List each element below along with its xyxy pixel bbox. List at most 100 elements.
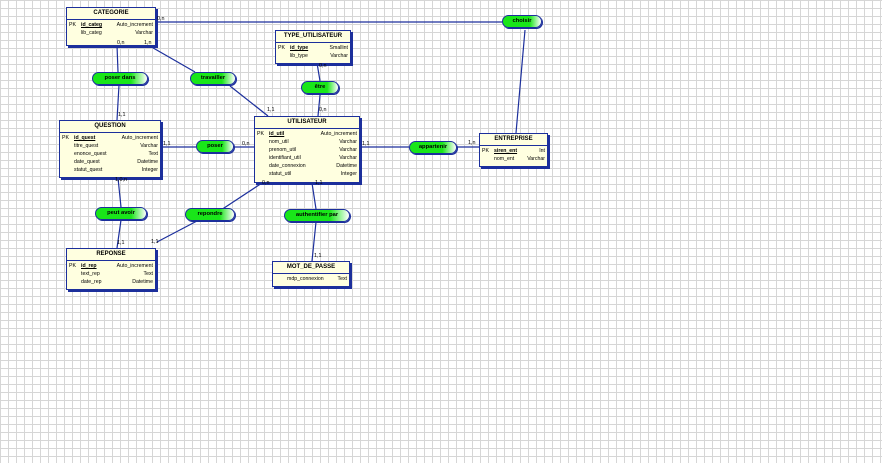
link-utilisateur-repondre: [220, 182, 263, 211]
attribute-row: text_rep Text: [69, 270, 153, 278]
association-appartenir[interactable]: appartenir: [409, 141, 457, 154]
link-question-peut-avoir: [117, 177, 122, 208]
card-utilisateur-repondre: 0,n: [262, 180, 270, 186]
attribute-row: PK id_rep Auto_increment: [69, 262, 153, 270]
attribute-name: id_categ: [81, 22, 103, 28]
attribute-name: id_util: [269, 131, 285, 137]
attribute-name: identifiant_util: [269, 155, 301, 161]
pk-marker: [62, 150, 74, 158]
attribute-type: Varchar: [135, 30, 153, 36]
attribute-name: prenom_util: [269, 147, 297, 153]
link-peut-avoir-reponse: [116, 219, 122, 249]
pk-marker: [257, 162, 269, 170]
attribute-row: lib_categ Varchar: [69, 29, 153, 37]
pk-marker: PK: [69, 22, 76, 28]
attribute-type: Datetime: [137, 159, 158, 165]
attribute-row: statut_quest Integer: [62, 166, 158, 174]
link-categorie-travailler: [147, 44, 196, 73]
association-choisir[interactable]: choisir: [502, 15, 542, 28]
attribute-name: date_quest: [74, 159, 100, 165]
entity-title: CATEGORIE: [67, 8, 155, 20]
association-repondre[interactable]: repondre: [185, 208, 235, 221]
attribute-name: nom_util: [269, 139, 289, 145]
pk-marker: PK: [62, 135, 69, 141]
attribute-type: Varchar: [330, 53, 348, 59]
card-categorie-poser-dans: 0,n: [117, 40, 125, 46]
attribute-name: statut_quest: [74, 167, 103, 173]
association-poser[interactable]: poser: [196, 140, 234, 153]
link-choisir-entreprise: [515, 29, 526, 134]
association-travailler[interactable]: travailler: [190, 72, 236, 85]
entity-attributes: PK id_categ Auto_increment lib_categ Varchar: [67, 20, 155, 39]
attribute-name: lib_categ: [81, 30, 102, 36]
card-categorie-choisir: 0,n: [157, 16, 165, 22]
attribute-name: id_rep: [81, 263, 97, 269]
entity-title: TYPE_UTILISATEUR: [276, 31, 350, 43]
attribute-type: Text: [337, 276, 347, 282]
attribute-type: Varchar: [339, 139, 357, 145]
pk-marker: [278, 52, 290, 60]
link-poser-dans-question: [116, 84, 120, 121]
attribute-type: Varchar: [339, 147, 357, 153]
card-reponse-peut-avoir: 1,1: [117, 240, 125, 246]
association-etre[interactable]: être: [301, 81, 339, 94]
pk-marker: PK: [482, 148, 489, 154]
card-categorie-travailler: 1,n: [144, 40, 152, 46]
attribute-type: Auto_increment: [116, 263, 153, 269]
card-type-etre: 0,n: [319, 63, 327, 69]
pk-marker: [69, 270, 81, 278]
pk-marker: [69, 278, 81, 286]
association-peut-avoir[interactable]: peut avoir: [95, 207, 147, 220]
pk-marker: PK: [69, 263, 76, 269]
attribute-type: Integer: [141, 167, 158, 173]
entity-title: QUESTION: [60, 121, 160, 133]
link-authentifier-mdp: [311, 221, 317, 262]
pk-marker: [62, 158, 74, 166]
pk-marker: [275, 275, 287, 283]
attribute-name: id_type: [290, 45, 309, 51]
attribute-type: Text: [143, 271, 153, 277]
pk-marker: [69, 29, 81, 37]
association-poser-dans[interactable]: poser dans: [92, 72, 148, 85]
pk-marker: [482, 155, 494, 163]
link-type-etre: [316, 62, 321, 82]
attribute-type: Varchar: [140, 143, 158, 149]
pk-marker: [257, 170, 269, 178]
attribute-type: Auto_increment: [116, 22, 153, 28]
attribute-type: Auto_increment: [121, 135, 158, 141]
attribute-type: Auto_increment: [320, 131, 357, 137]
entity-title: MOT_DE_PASSE: [273, 262, 349, 274]
card-mdp-authentifier: 1,1: [314, 253, 322, 259]
card-entreprise-appartenir: 1,n: [468, 140, 476, 146]
attribute-row: PK id_categ Auto_increment: [69, 21, 153, 29]
attribute-name: siren_ent: [494, 148, 518, 154]
association-authentifier-par[interactable]: authentifier par: [284, 209, 350, 222]
card-question-poser: 1,1: [163, 141, 171, 147]
card-question-peut-avoir: 1,0,n: [115, 177, 127, 183]
attribute-name: text_rep: [81, 271, 100, 277]
card-reponse-repondre: 1,1: [151, 239, 159, 245]
link-travailler-utilisateur: [229, 85, 269, 117]
link-utilisateur-authentifier: [311, 182, 317, 210]
card-question-poser-dans: 1,1: [118, 112, 126, 118]
